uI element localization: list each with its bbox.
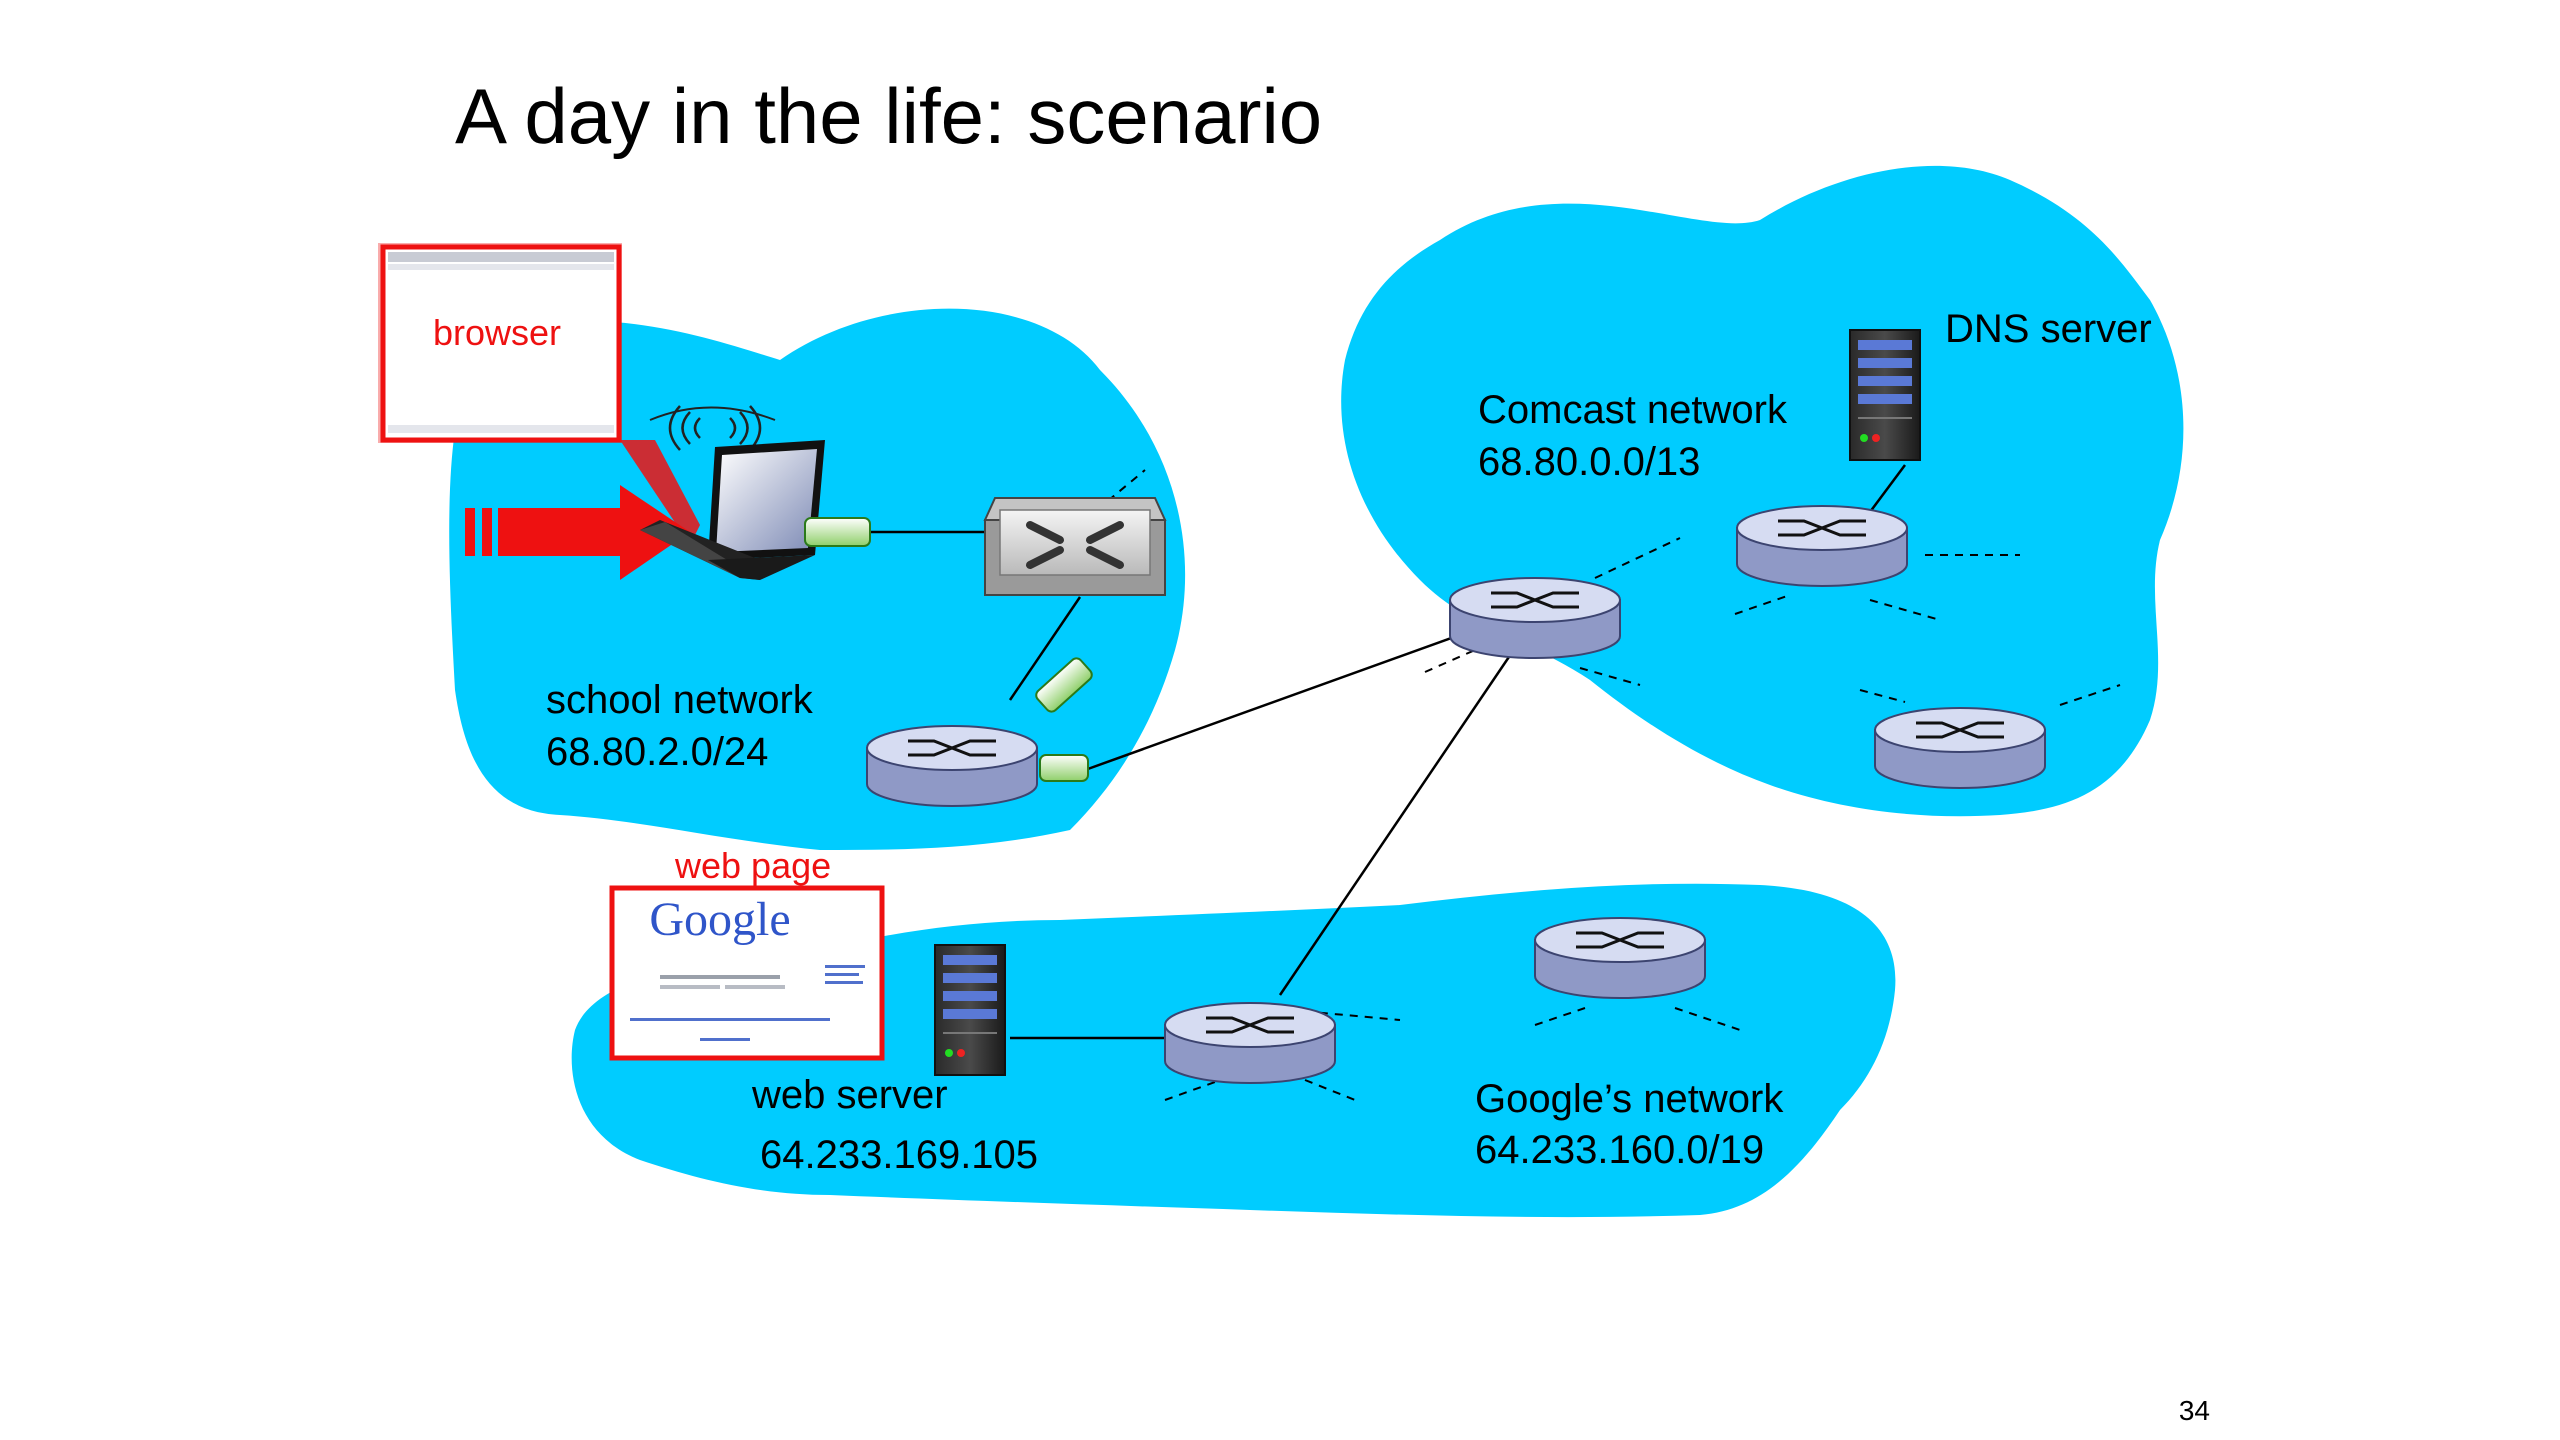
- laptop-icon: [640, 440, 825, 580]
- school-network-name: school network: [546, 678, 814, 722]
- switch-icon: [983, 497, 1167, 596]
- web-page-thumbnail: Google: [609, 885, 885, 1061]
- browser-window: browser: [380, 244, 622, 443]
- browser-callout-beam: [620, 440, 700, 545]
- comcast-router-main-icon: [1448, 576, 1622, 660]
- link-dns-server-router: [1868, 464, 1907, 513]
- link-school-router-comcast-router: [1084, 630, 1469, 772]
- school-network-prefix: 68.80.2.0/24: [546, 730, 768, 774]
- web-server-icon: [934, 944, 1006, 1076]
- page-number: 34: [2179, 1395, 2210, 1426]
- red-arrow-icon: [465, 485, 690, 580]
- web-page-label: web page: [674, 845, 831, 886]
- slide-title: A day in the life: scenario: [455, 72, 1322, 160]
- browser-label: browser: [433, 312, 561, 353]
- dns-server-icon: [1849, 329, 1921, 461]
- web-server-label: web server: [751, 1073, 948, 1117]
- link-switch-school-router: [1008, 596, 1082, 701]
- school-router-nic-icon: [1035, 657, 1093, 782]
- google-network-prefix: 64.233.160.0/19: [1475, 1128, 1764, 1172]
- links: [870, 464, 1907, 1040]
- comcast-router-dns-icon: [1735, 504, 1909, 588]
- comcast-network-name: Comcast network: [1478, 388, 1788, 432]
- google-logo: Google: [649, 893, 790, 946]
- web-server-ip: 64.233.169.105: [760, 1133, 1038, 1177]
- school-router-icon: [865, 724, 1039, 808]
- link-comcast-router-google-router: [1278, 647, 1517, 996]
- google-router-upper-icon: [1533, 916, 1707, 1000]
- google-network-name: Google’s network: [1475, 1077, 1784, 1121]
- comcast-network-prefix: 68.80.0.0/13: [1478, 440, 1700, 484]
- comcast-router-lower-icon: [1873, 706, 2047, 790]
- dns-server-label: DNS server: [1945, 307, 2152, 351]
- google-router-main-icon: [1163, 1001, 1337, 1085]
- laptop-nic-icon: [804, 517, 871, 547]
